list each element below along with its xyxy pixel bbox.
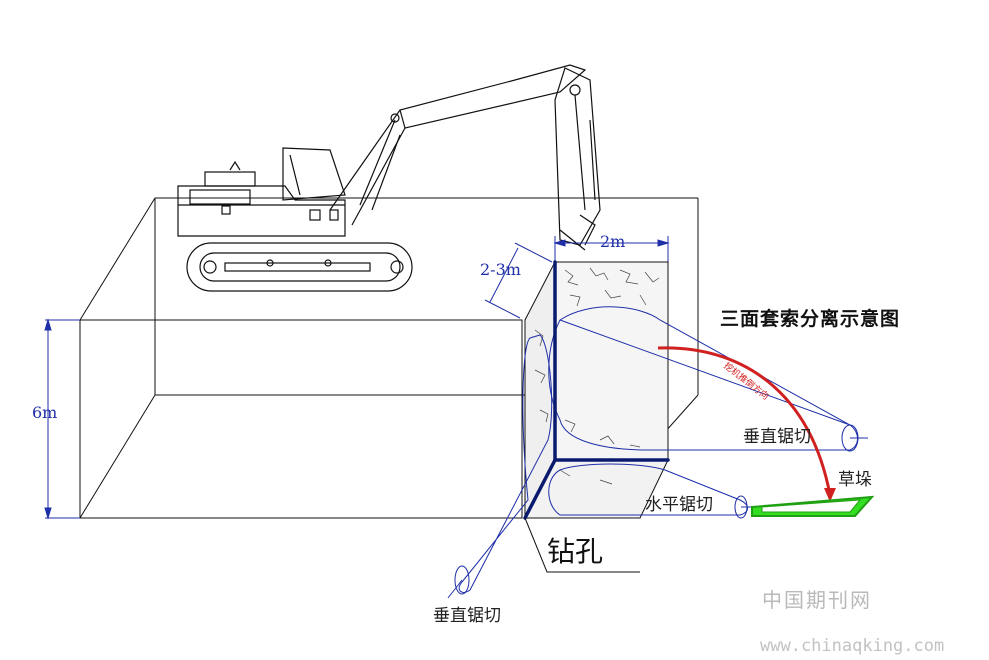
height-dimension-label: 6m [32,403,58,422]
height-dimension [44,318,80,520]
width-dimension-label: 2m [600,232,626,251]
depth-dimension-label: 2-3m [480,260,521,279]
drill-holes [523,260,670,520]
width-dimension [553,236,670,262]
diagram-title: 三面套索分离示意图 [720,308,901,330]
excavator [177,64,601,292]
vertical-saw-right-label: 垂直锯切 [743,427,811,447]
depth-dimension [484,242,553,319]
grass-pile [751,495,875,517]
saw-cable-paths [447,306,868,599]
watermark-cn: 中国期刊网 [762,588,872,612]
grass-pile-label: 草垛 [838,470,872,490]
drill-label-leader [524,517,640,573]
horizontal-saw-label: 水平锯切 [645,495,713,515]
push-direction-arrow [657,346,836,502]
watermark-url: www.chinaqking.com [760,636,945,656]
drill-hole-label: 钻孔 [547,535,604,568]
cut-rock-block [524,261,669,519]
vertical-saw-bottom-label: 垂直锯切 [433,606,501,626]
